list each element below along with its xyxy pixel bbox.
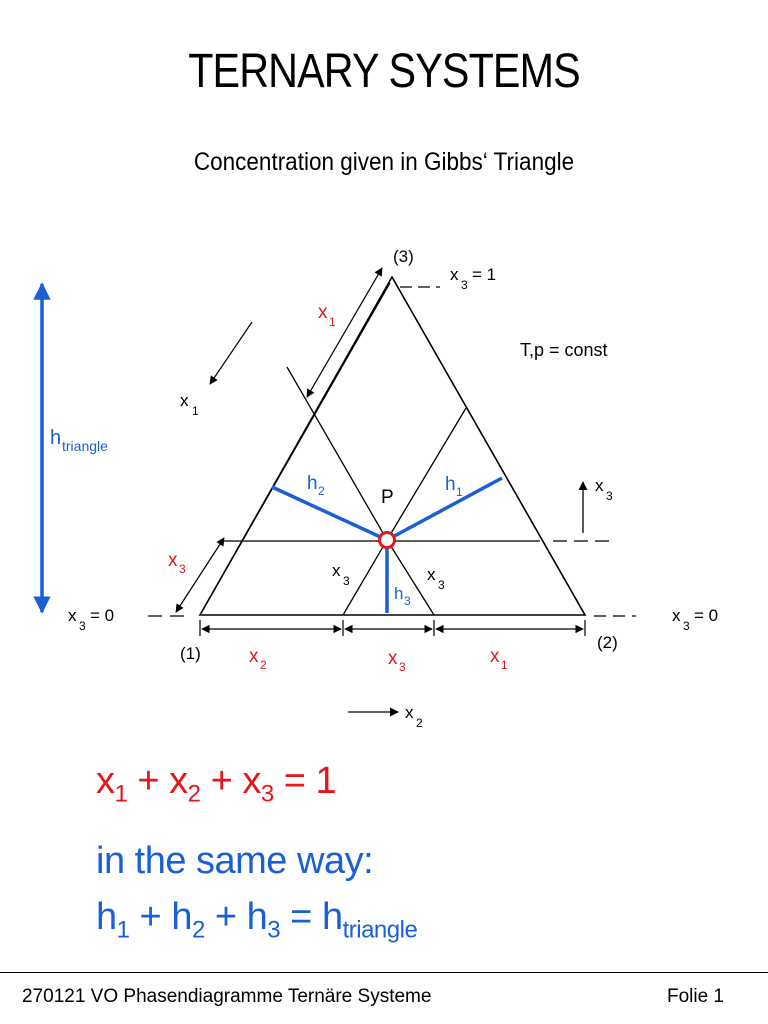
svg-text:= 1: = 1	[472, 265, 496, 284]
svg-text:h: h	[445, 474, 456, 495]
x3-bottom-label: x 3	[388, 648, 406, 674]
svg-text:h: h	[394, 584, 403, 603]
gibbs-triangle-diagram: (3) (1) (2) x 3 = 1 x 3 = 0 x 3 = 0 T,p …	[33, 247, 718, 730]
h3-label: h 3	[394, 584, 411, 608]
svg-text:3: 3	[179, 562, 186, 576]
x3-top-equation: x 3 = 1	[450, 265, 496, 292]
svg-text:x: x	[405, 703, 414, 722]
same-way-text: in the same way:	[96, 840, 374, 882]
svg-text:x: x	[450, 265, 459, 284]
x1-measure-arrow	[306, 267, 383, 398]
svg-text:x: x	[168, 550, 178, 571]
svg-text:3: 3	[79, 619, 86, 633]
slide-subtitle: Concentration given in Gibbs‘ Triangle	[193, 148, 575, 176]
h2-line	[271, 485, 388, 542]
inner-line-p-right	[386, 539, 435, 616]
vertex-right-label: (2)	[597, 633, 618, 652]
h2-label: h 2	[307, 473, 325, 498]
x3-axis-label: x 3	[595, 476, 613, 503]
footer-divider	[0, 972, 768, 973]
line-p-parallel-left-side	[286, 366, 388, 541]
x3-side-arrow	[175, 537, 225, 613]
svg-text:3: 3	[606, 489, 613, 503]
svg-text:1: 1	[329, 315, 336, 329]
x3-left-equation: x 3 = 0	[68, 606, 114, 633]
svg-text:x: x	[318, 302, 328, 323]
svg-text:h: h	[307, 473, 318, 494]
svg-text:x: x	[180, 391, 189, 410]
x1-axis-label: x 1	[180, 391, 199, 418]
svg-text:3: 3	[461, 278, 468, 292]
svg-text:x: x	[332, 561, 341, 580]
svg-text:x: x	[249, 646, 259, 667]
svg-text:3: 3	[683, 619, 690, 633]
svg-text:3: 3	[438, 578, 445, 592]
point-p-marker	[378, 531, 396, 549]
svg-text:= 0: = 0	[694, 606, 718, 625]
svg-text:x: x	[490, 646, 500, 667]
svg-text:1: 1	[192, 404, 199, 418]
svg-text:x: x	[672, 606, 681, 625]
svg-text:2: 2	[416, 716, 423, 730]
svg-text:1: 1	[501, 658, 508, 672]
svg-text:3: 3	[399, 660, 406, 674]
h-sum-equation: h1 + h2 + h3 = htriangle	[96, 896, 418, 944]
x3-inner-left-label: x 3	[332, 561, 350, 588]
svg-text:3: 3	[404, 594, 411, 608]
svg-text:2: 2	[260, 658, 267, 672]
point-p-label: P	[381, 487, 394, 508]
svg-text:1: 1	[456, 485, 463, 499]
svg-text:x: x	[388, 648, 398, 669]
svg-text:x: x	[427, 565, 436, 584]
x1-bottom-label: x 1	[490, 646, 508, 672]
x3-right-equation: x 3 = 0	[672, 606, 718, 633]
h1-line	[386, 476, 503, 542]
x3-red-side-label: x 3	[168, 550, 186, 576]
main-triangle	[198, 275, 587, 616]
svg-text:2: 2	[318, 484, 325, 498]
x3-inner-right-label: x 3	[427, 565, 445, 592]
svg-text:3: 3	[343, 574, 350, 588]
x1-measure-line	[199, 282, 391, 616]
x1-red-top-label: x 1	[318, 302, 336, 329]
svg-text:triangle: triangle	[62, 438, 108, 454]
h-triangle-label: h triangle	[50, 427, 108, 454]
vertex-left-label: (1)	[180, 644, 201, 663]
vertex-top-label: (3)	[393, 247, 414, 266]
x2-bottom-label: x 2	[249, 646, 267, 672]
svg-text:x: x	[595, 476, 604, 495]
x1-axis-arrow	[209, 321, 253, 385]
tp-const-label: T,p = const	[520, 340, 608, 360]
x-sum-equation: x1 + x2 + x3 = 1	[96, 760, 337, 808]
svg-text:x: x	[68, 606, 77, 625]
footer-slide-number: Folie 1	[666, 986, 724, 1007]
footer-course-title: 270121 VO Phasendiagramme Ternäre System…	[22, 986, 432, 1007]
svg-text:= 0: = 0	[90, 606, 114, 625]
x2-axis-label: x 2	[405, 703, 423, 730]
h1-label: h 1	[445, 474, 463, 499]
svg-text:h: h	[50, 427, 61, 449]
slide-title: TERNARY SYSTEMS	[188, 45, 580, 98]
inner-line-p-left	[342, 539, 388, 616]
line-p-parallel-right-side	[386, 407, 467, 541]
